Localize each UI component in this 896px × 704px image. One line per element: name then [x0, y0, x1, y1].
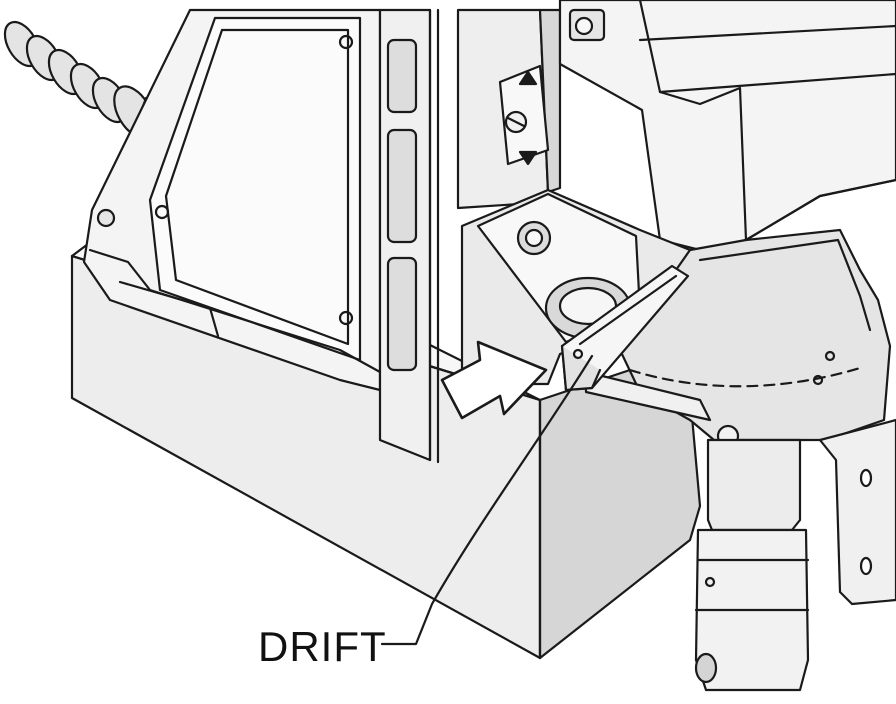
cable-strain-relief — [3, 20, 178, 148]
insert-arrow — [440, 340, 548, 420]
arbor-hole — [694, 652, 718, 684]
motor-frame — [82, 8, 382, 392]
frame-screw-2 — [338, 34, 354, 50]
column — [378, 8, 440, 464]
arbor-support — [460, 188, 692, 386]
drift-tool — [560, 264, 690, 392]
drift-label: DRIFT — [258, 623, 387, 670]
frame-screw-1 — [154, 204, 170, 220]
arrow-up-icon — [518, 70, 538, 86]
arbor — [694, 438, 810, 692]
spindle — [584, 228, 892, 448]
drift-leader-line — [380, 354, 594, 646]
frame-screw-3 — [338, 310, 354, 326]
chip-guard — [818, 418, 896, 606]
arrow-down-icon — [518, 150, 538, 166]
motor-body — [558, 0, 896, 252]
slide-rail — [456, 8, 562, 210]
base-screw — [96, 208, 116, 228]
